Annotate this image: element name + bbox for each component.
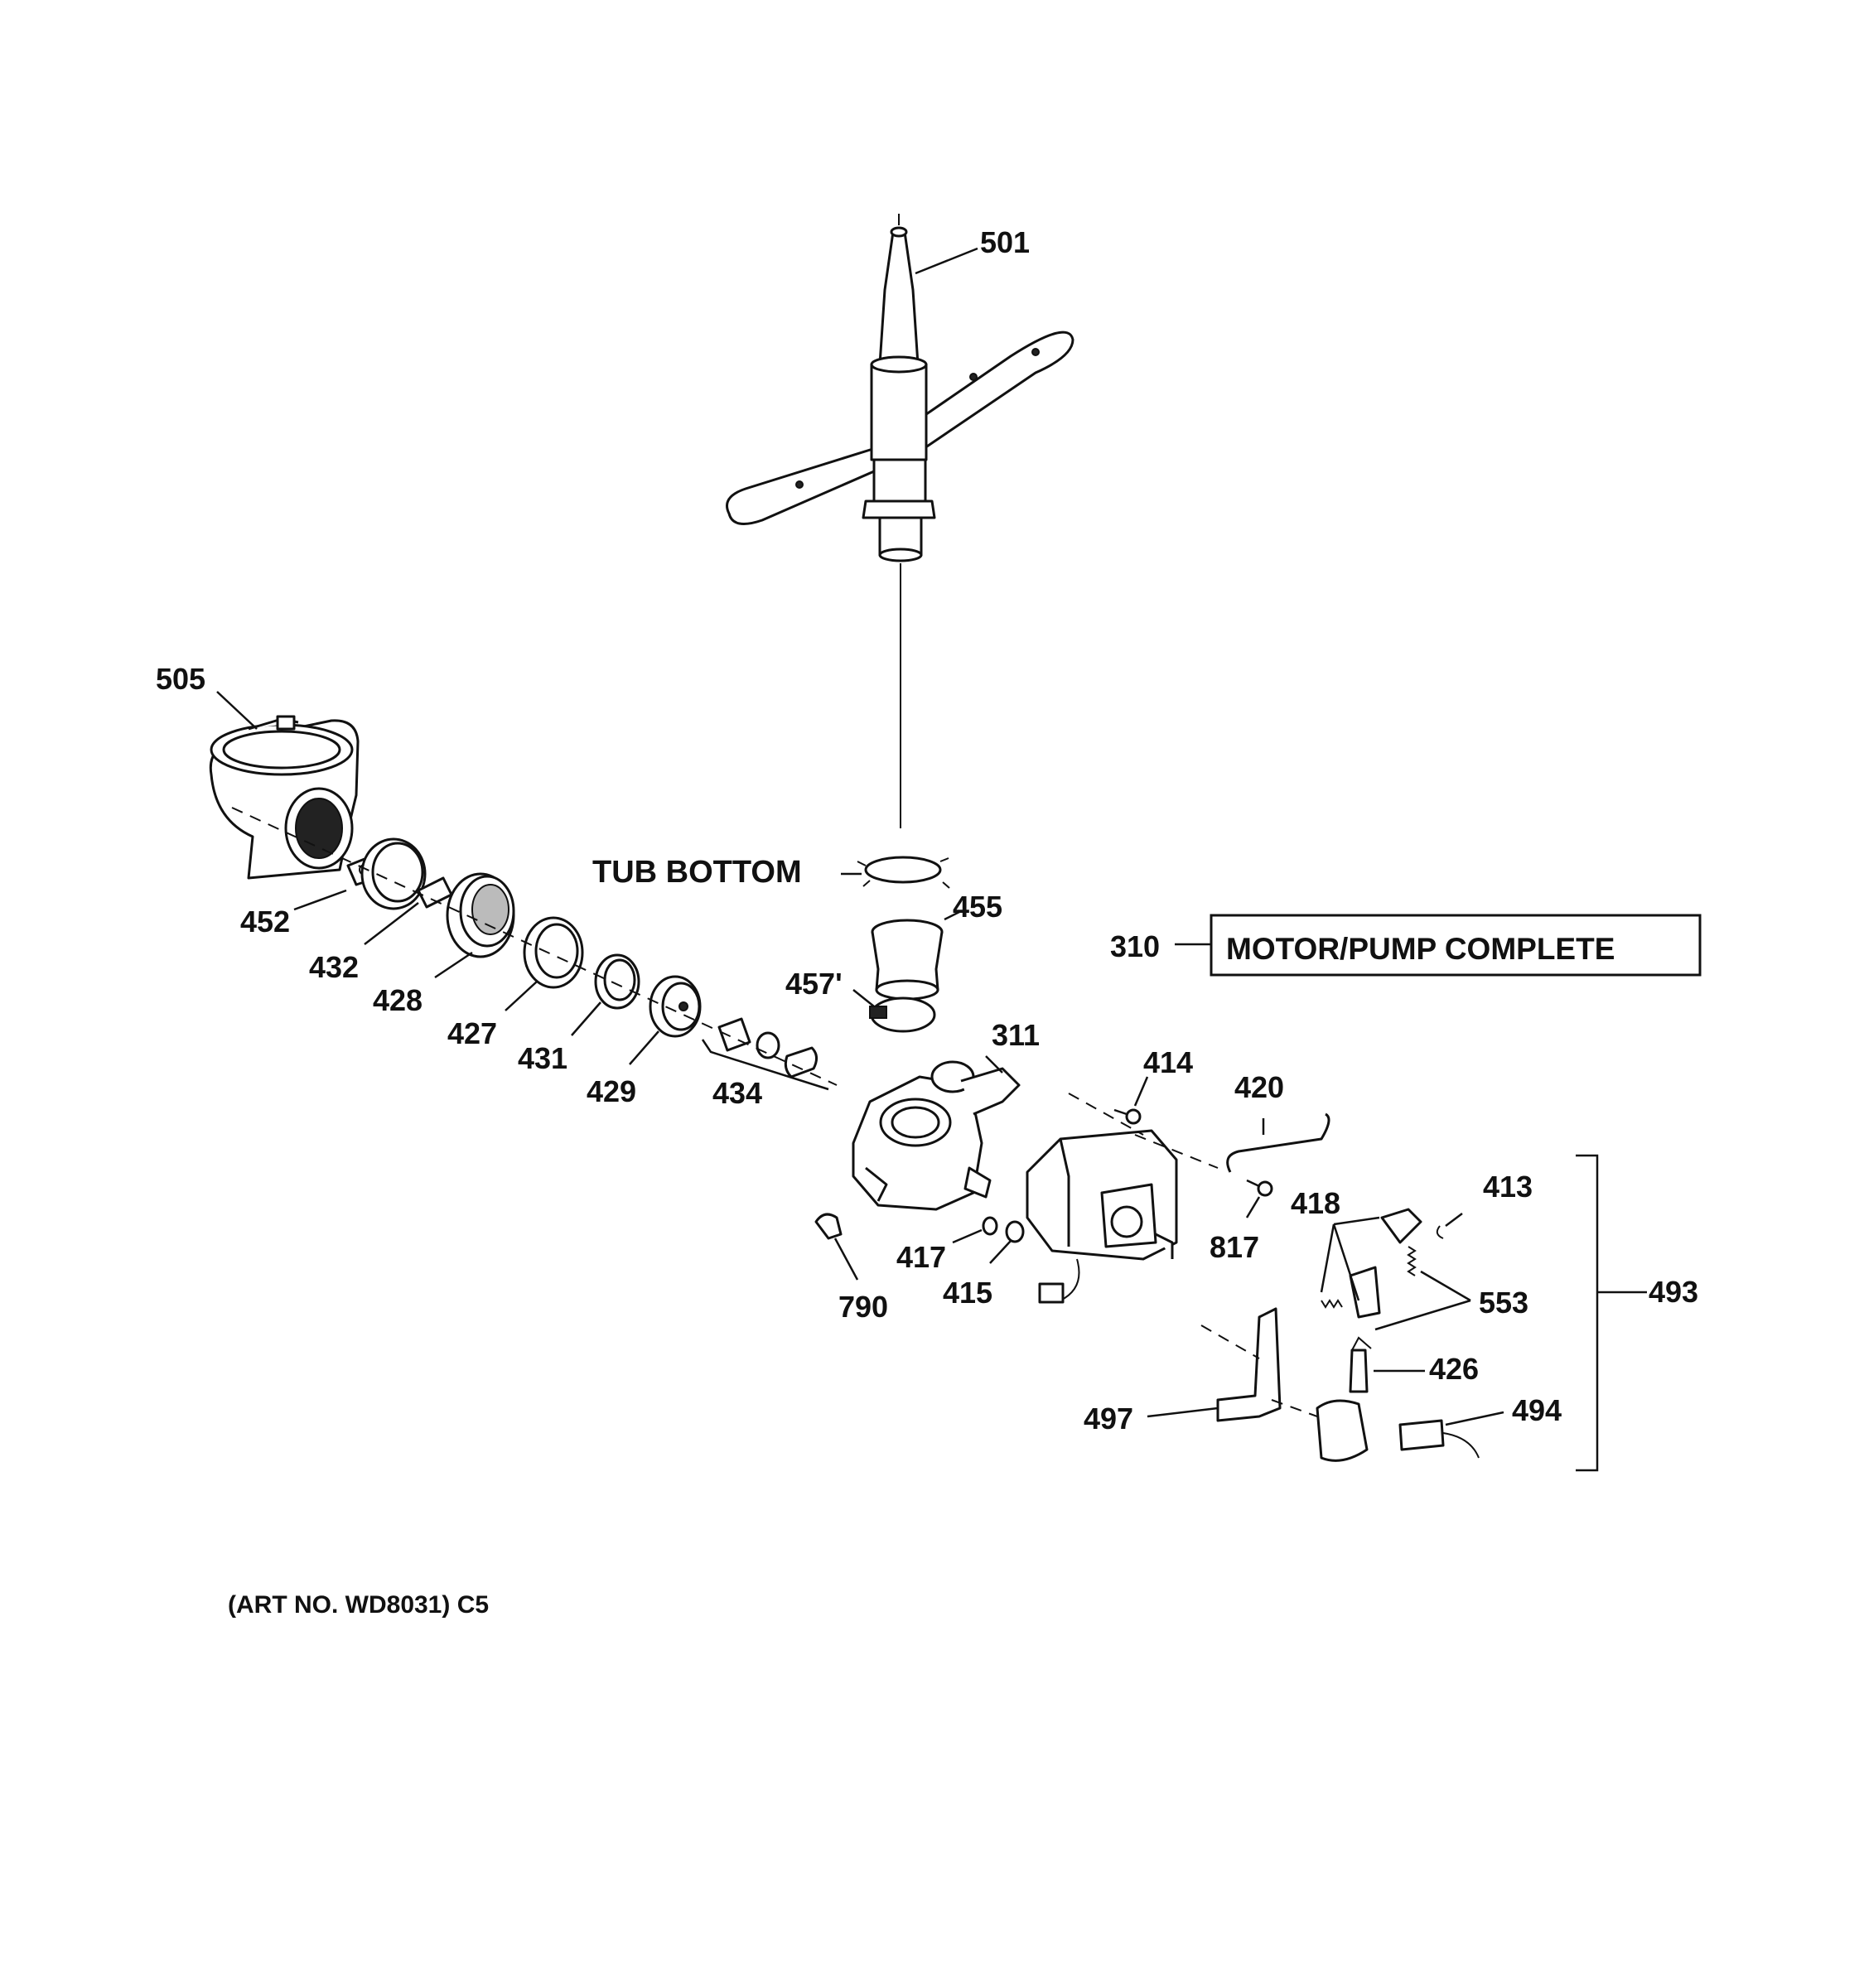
- spring-553: [1321, 1246, 1417, 1309]
- label-420: 420: [1234, 1070, 1284, 1104]
- ring-431: [594, 953, 640, 1010]
- impeller-429: [649, 975, 702, 1038]
- pump-311: [852, 1060, 1021, 1211]
- label-418: 418: [1291, 1186, 1340, 1220]
- ring-427: [523, 916, 584, 989]
- clamp-457: [869, 996, 936, 1033]
- screw-414: [1113, 1108, 1142, 1125]
- label-428: 428: [373, 983, 423, 1017]
- label-310: 310: [1110, 929, 1160, 963]
- label-457: 457': [785, 967, 843, 1001]
- lever-418: [1349, 1208, 1422, 1319]
- label-501: 501: [980, 225, 1030, 259]
- label-790: 790: [838, 1290, 888, 1324]
- label-432: 432: [309, 950, 359, 984]
- filter-428: [446, 872, 515, 958]
- bracket-497: [1216, 1307, 1369, 1462]
- label-426: 426: [1429, 1352, 1479, 1386]
- label-414: 414: [1143, 1045, 1193, 1079]
- label-452: 452: [240, 905, 290, 939]
- label-497: 497: [1084, 1402, 1133, 1436]
- clip-413: [1436, 1225, 1444, 1239]
- label-431: 431: [518, 1041, 567, 1075]
- label-413: 413: [1483, 1170, 1533, 1204]
- screw-817: [1246, 1179, 1273, 1197]
- label-505: 505: [156, 662, 205, 696]
- ring-432: [360, 837, 453, 910]
- label-429: 429: [587, 1074, 636, 1108]
- seal-455: [871, 919, 944, 1001]
- sump-housing-505: [209, 715, 360, 880]
- clip-790: [814, 1213, 843, 1240]
- gasket-tub: [857, 856, 950, 889]
- label-553: 553: [1479, 1286, 1528, 1320]
- pin-426: [1349, 1336, 1372, 1393]
- rod-420: [1226, 1112, 1330, 1173]
- motor-pump-box-frame: [1210, 914, 1702, 977]
- label-417: 417: [896, 1240, 946, 1274]
- seal-kit-434: [717, 1017, 818, 1078]
- spray-arm-501: [726, 214, 1074, 828]
- motor-pump-complete-label: MOTOR/PUMP COMPLETE: [1226, 932, 1615, 966]
- art-number-label: (ART NO. WD8031) C5: [228, 1591, 489, 1619]
- washer-417: [982, 1216, 998, 1236]
- solenoid-494: [1398, 1419, 1480, 1459]
- label-434: 434: [712, 1076, 762, 1110]
- label-494: 494: [1512, 1393, 1562, 1427]
- label-415: 415: [943, 1276, 992, 1310]
- tub-bottom-label: TUB BOTTOM: [592, 855, 802, 890]
- nut-415: [1005, 1220, 1025, 1243]
- label-493: 493: [1649, 1275, 1698, 1309]
- label-455: 455: [953, 890, 1002, 924]
- motor: [1026, 1129, 1178, 1304]
- label-427: 427: [447, 1016, 497, 1050]
- label-817: 817: [1210, 1230, 1259, 1264]
- label-311: 311: [992, 1018, 1040, 1052]
